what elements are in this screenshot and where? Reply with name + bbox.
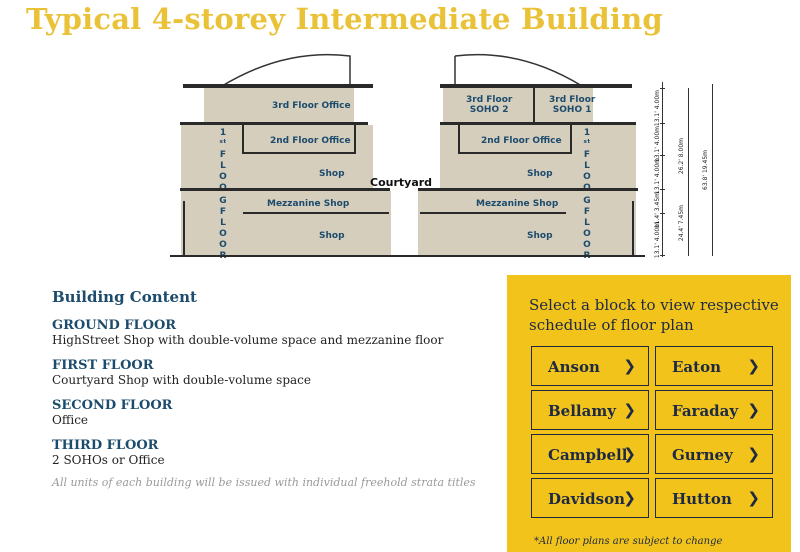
right-ground-floor-vertical: GFLOOR [583,196,591,261]
dim-tick [660,123,665,124]
panel-heading: Select a block to view respective schedu… [529,296,779,334]
dim-line-groups [688,88,689,256]
left-third-floor-label: 3rd Floor Office [272,101,351,111]
chevron-right-icon: ❯ [747,489,760,507]
block-button-davidson[interactable]: Davidson ❯ [531,478,649,518]
left-second-slab [242,152,354,154]
right-level3-slab [440,122,636,125]
right-second-floor-label: 2nd Floor Office [481,136,562,146]
dim-lower-total: 24.4' 7.45m [678,205,685,242]
dim-second: 13.1' 4.00m [654,126,661,163]
floor-title: FIRST FLOOR [52,358,154,373]
right-soho-divider [533,88,535,122]
block-button-hutton[interactable]: Hutton ❯ [655,478,773,518]
dim-tick [660,155,665,156]
block-name: Hutton [672,490,732,508]
dim-third: 13.1' 4.00m [654,90,661,127]
right-ground-wall [632,201,634,255]
floor-plan-disclaimer: *All floor plans are subject to change [534,536,723,547]
floor-item-first: FIRST FLOOR Courtyard Shop with double-v… [52,358,492,387]
chevron-right-icon: ❯ [747,445,760,463]
left-mezzanine-label: Mezzanine Shop [267,199,350,209]
left-first-shop-label: Shop [319,169,345,179]
block-button-bellamy[interactable]: Bellamy ❯ [531,390,649,430]
right-first-slab [418,188,638,191]
roof-outline [221,53,583,87]
dim-upper-total: 26.2' 8.00m [678,138,685,175]
block-button-eaton[interactable]: Eaton ❯ [655,346,773,386]
floor-item-ground: GROUND FLOOR HighStreet Shop with double… [52,318,492,347]
right-ground-floor-block [418,191,636,255]
block-name: Eaton [672,358,721,376]
floor-title: SECOND FLOOR [52,398,173,413]
floor-item-third: THIRD FLOOR 2 SOHOs or Office [52,438,492,467]
page-title: Typical 4-storey Intermediate Building [26,2,663,36]
block-name: Campbell [548,446,628,464]
right-second-slab [458,152,570,154]
floor-desc: HighStreet Shop with double-volume space… [52,333,444,347]
right-mezzanine-label: Mezzanine Shop [476,199,559,209]
block-selector-panel: Select a block to view respective schedu… [507,275,791,552]
block-button-campbell[interactable]: Campbell ❯ [531,434,649,474]
block-name: Anson [548,358,600,376]
block-name: Gurney [672,446,733,464]
left-first-floor-block [181,125,373,189]
floor-title: GROUND FLOOR [52,318,177,333]
dim-ground: 13.1' 4.00m [654,222,661,259]
block-name: Davidson [548,490,625,508]
left-ground-wall [183,201,185,255]
dim-tick [660,88,665,89]
right-roof-slab [440,84,632,88]
right-second-wall [458,125,460,154]
dim-line-overall [712,84,713,256]
floor-desc: Courtyard Shop with double-volume space [52,373,311,387]
left-roof-slab [183,84,373,88]
left-second-wall [242,125,244,153]
left-mezzanine-slab [243,212,389,214]
block-button-faraday[interactable]: Faraday ❯ [655,390,773,430]
block-button-anson[interactable]: Anson ❯ [531,346,649,386]
left-third-floor-block [204,88,354,122]
right-first-floor-block [440,125,636,189]
block-name: Bellamy [548,402,616,420]
chevron-right-icon: ❯ [623,489,636,507]
dim-tick [660,255,665,256]
floor-desc: 2 SOHOs or Office [52,453,165,467]
left-ground-floor-vertical: GFLOOR [219,196,227,261]
right-third-floor-block [443,88,593,122]
right-ground-shop-label: Shop [527,231,553,241]
building-content: Building Content GROUND FLOOR HighStreet… [52,288,492,489]
dim-first: 13.1' 4.00m [654,158,661,195]
right-mezzanine-slab [420,212,566,214]
chevron-right-icon: ❯ [623,445,636,463]
floor-title: THIRD FLOOR [52,438,159,453]
left-ground-shop-label: Shop [319,231,345,241]
dim-line-floors [662,82,663,257]
courtyard-label: Courtyard [370,176,433,189]
dim-tick [660,213,665,214]
chevron-right-icon: ❯ [747,357,760,375]
left-second-floor-label: 2nd Floor Office [270,136,351,146]
right-second-wall-r [570,125,572,154]
chevron-right-icon: ❯ [747,401,760,419]
left-first-slab [180,188,390,191]
strata-title-note: All units of each building will be issue… [52,476,476,489]
ground-line [170,255,645,257]
dim-tick [660,189,665,190]
content-heading: Building Content [52,288,197,306]
left-ground-floor-block [181,191,391,255]
right-first-shop-label: Shop [527,169,553,179]
dim-overall: 63.8' 19.45m [702,150,709,190]
floor-item-second: SECOND FLOOR Office [52,398,492,427]
chevron-right-icon: ❯ [623,401,636,419]
left-second-wall-r [354,125,356,154]
block-name: Faraday [672,402,739,420]
left-level3-slab [180,122,368,125]
floor-desc: Office [52,413,89,427]
block-button-gurney[interactable]: Gurney ❯ [655,434,773,474]
chevron-right-icon: ❯ [623,357,636,375]
